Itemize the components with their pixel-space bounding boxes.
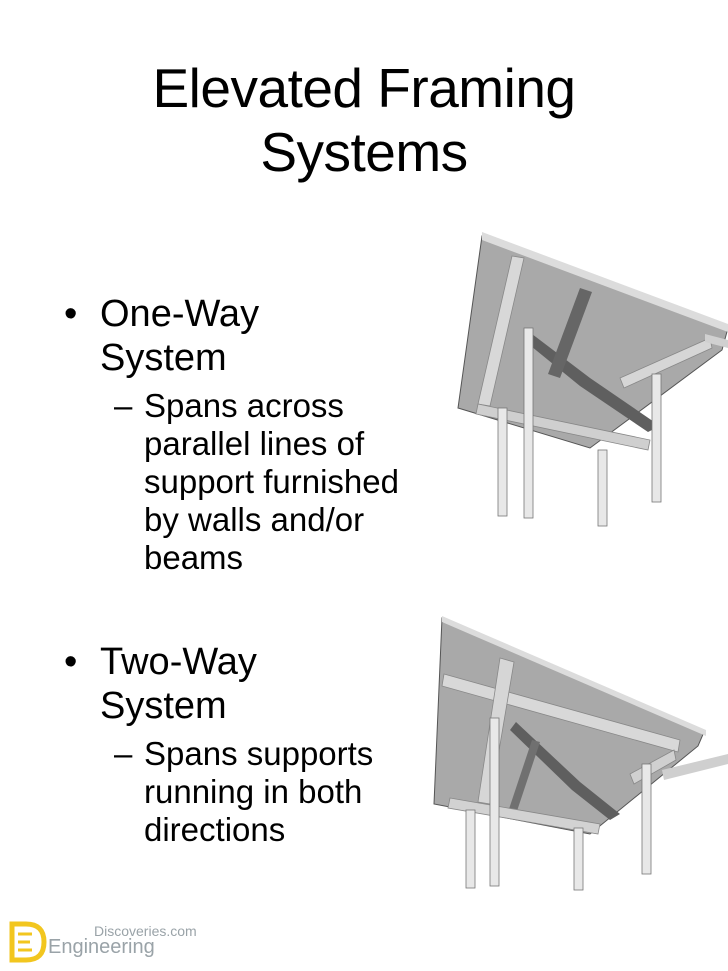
logo-icon: [9, 921, 47, 963]
watermark-line-1: Discoveries.com: [94, 923, 197, 939]
watermark-line-2: Engineering: [48, 936, 155, 958]
bullet-two-way: • Two-Way System: [64, 640, 257, 728]
engineering-discoveries-watermark: Discoveries.com Engineering: [8, 920, 208, 964]
title-line-2: Systems: [260, 121, 468, 183]
bullet-line-1: Two-Way: [100, 641, 257, 683]
sub-line: parallel lines of: [144, 425, 365, 462]
sub-bullet-one-way: – Spans across parallel lines of support…: [114, 387, 399, 577]
bullet-line-2: System: [100, 337, 227, 379]
sub-line: beams: [144, 539, 244, 576]
slide-title: Elevated Framing Systems: [0, 56, 728, 184]
bullet-marker: •: [64, 641, 78, 683]
dash-marker: –: [114, 735, 133, 772]
sub-bullet-two-way: – Spans supports running in both directi…: [114, 735, 374, 849]
bullet-one-way: • One-Way System: [64, 292, 260, 380]
dash-marker: –: [114, 387, 133, 424]
bullet-marker: •: [64, 293, 78, 335]
bullet-line-2: System: [100, 685, 227, 727]
bullet-line-1: One-Way: [100, 293, 260, 335]
sub-line: directions: [144, 811, 286, 848]
sub-line: Spans supports: [144, 735, 374, 772]
one-way-framing-illustration: [457, 232, 728, 527]
sub-line: running in both: [144, 773, 363, 810]
sub-line: Spans across: [144, 387, 344, 424]
sub-line: support furnished: [144, 463, 399, 500]
sub-line: by walls and/or: [144, 501, 365, 538]
two-way-framing-illustration: [433, 616, 728, 891]
title-line-1: Elevated Framing: [152, 57, 576, 119]
